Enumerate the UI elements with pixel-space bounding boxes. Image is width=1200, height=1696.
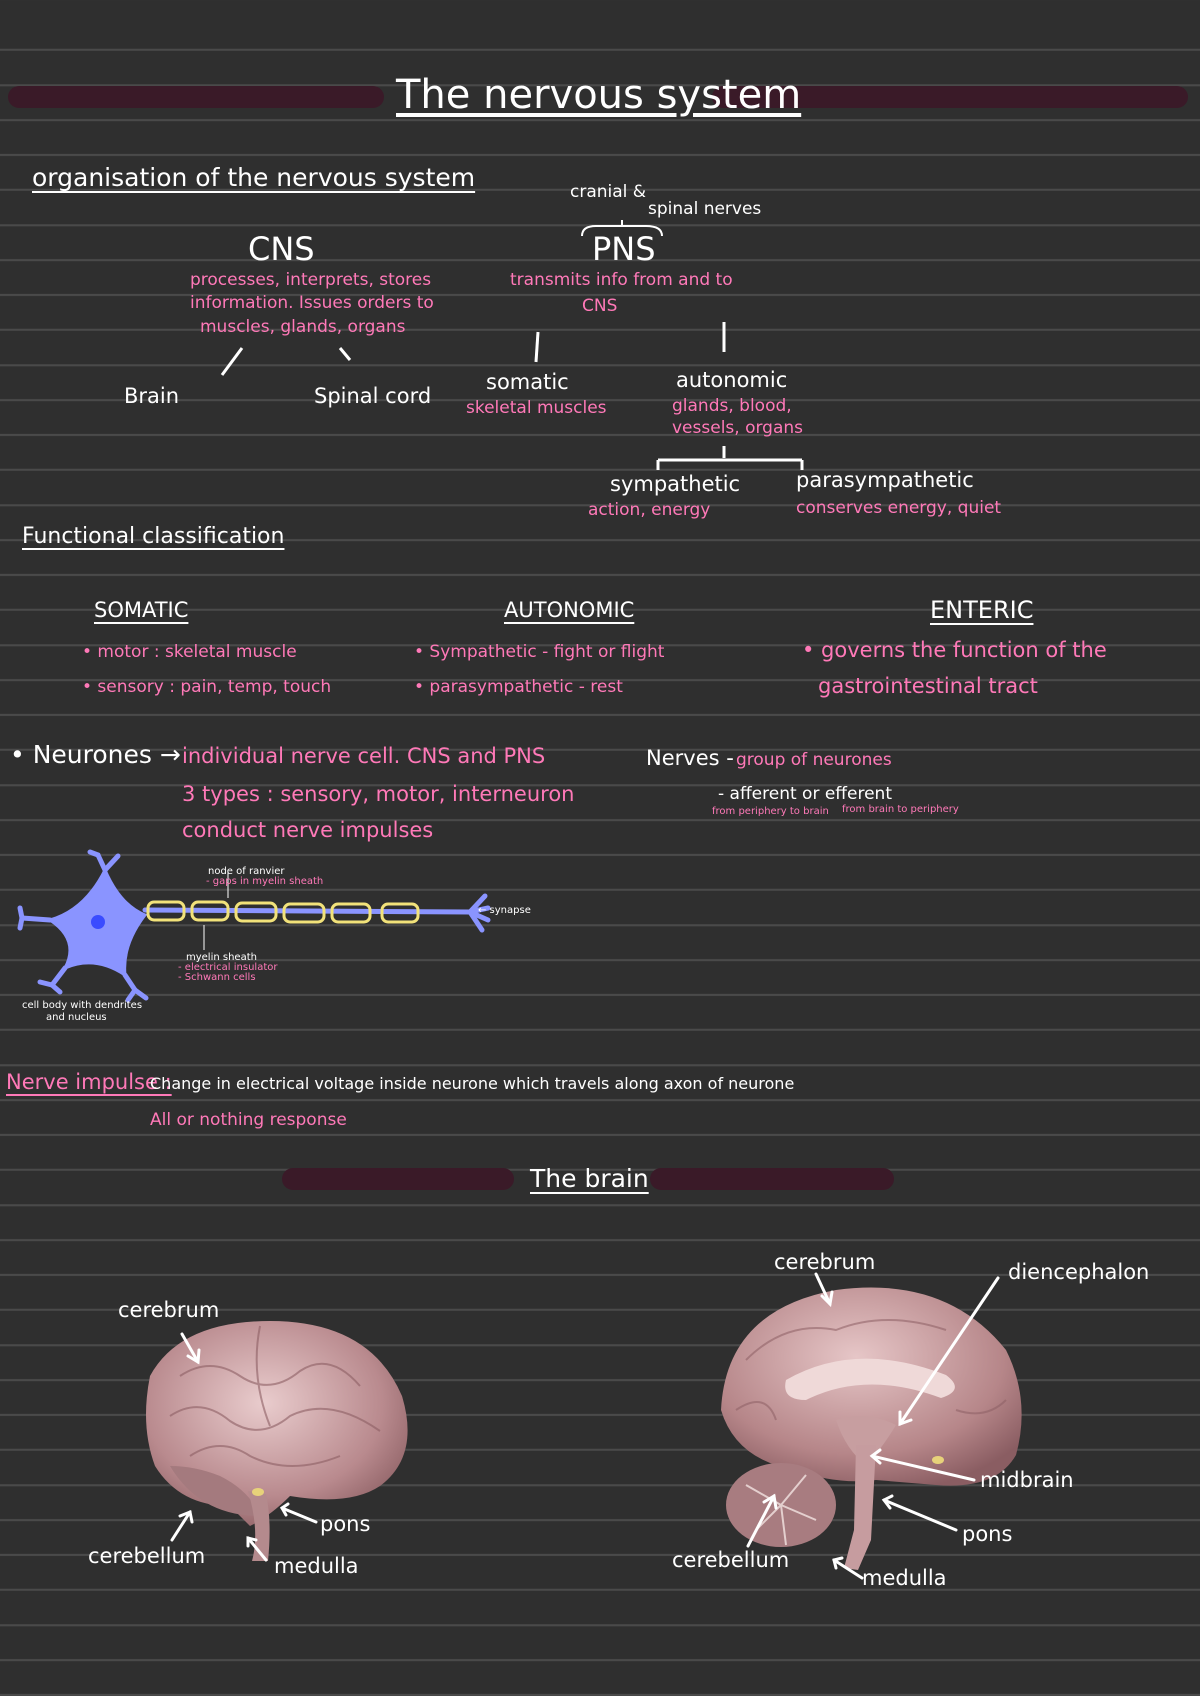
autonomic-item-1: • Sympathetic - fight or flight <box>414 642 665 662</box>
impulse-line-2: All or nothing response <box>150 1110 347 1130</box>
right-pons-label: pons <box>962 1522 1013 1546</box>
left-pons-label: pons <box>320 1512 371 1536</box>
pns-note-1: cranial & <box>570 182 647 202</box>
cns-desc-2: information. Issues orders to <box>190 293 434 313</box>
brain-label: Brain <box>124 384 180 408</box>
enteric-item-1: • governs the function of the <box>802 638 1107 662</box>
node-of-ranvier-label-1: node of ranvier <box>208 866 285 877</box>
autonomic-title: AUTONOMIC <box>504 598 635 622</box>
right-cerebrum-label: cerebrum <box>774 1250 876 1274</box>
somatic-label: somatic <box>486 370 569 394</box>
autonomic-desc-1: glands, blood, <box>672 396 792 416</box>
brain-bar-right <box>650 1168 894 1190</box>
cell-body-label-2: and nucleus <box>46 1012 107 1023</box>
cns-label: CNS <box>248 230 315 268</box>
title-bar-right <box>712 86 1188 108</box>
neurones-label: • Neurones → <box>10 740 181 769</box>
synapse-label: ← synapse <box>478 905 531 916</box>
efferent-note: from brain to periphery <box>842 804 959 815</box>
right-diencephalon-label: diencephalon <box>1008 1260 1150 1284</box>
brain-section-title: The brain <box>530 1164 649 1193</box>
title-bar-left <box>8 86 384 108</box>
enteric-title: ENTERIC <box>930 596 1034 624</box>
myelin-label-2: - electrical insulator <box>178 962 278 973</box>
pns-note-2: spinal nerves <box>648 199 762 219</box>
autonomic-item-2: • parasympathetic - rest <box>414 677 623 697</box>
nerves-label: Nerves - <box>646 746 734 770</box>
autonomic-desc-2: vessels, organs <box>672 418 804 438</box>
cell-body-label-1: cell body with dendrites <box>22 1000 143 1011</box>
left-medulla-label: medulla <box>274 1554 359 1578</box>
nerves-line-2: - afferent or efferent <box>718 784 892 804</box>
node-of-ranvier-label-2: - gaps in myelin sheath <box>206 876 324 887</box>
right-cerebellum-label: cerebellum <box>672 1548 790 1572</box>
functional-heading: Functional classification <box>22 524 285 549</box>
right-medulla-label: medulla <box>862 1566 947 1590</box>
somatic-title: SOMATIC <box>94 598 189 622</box>
neurones-line-2: 3 types : sensory, motor, interneuron <box>182 782 575 806</box>
cns-desc-3: muscles, glands, organs <box>200 317 406 337</box>
impulse-desc: Change in electrical voltage inside neur… <box>150 1074 795 1093</box>
pns-desc-2: CNS <box>582 296 618 316</box>
myelin-label-1: myelin sheath <box>186 952 257 963</box>
afferent-note: from periphery to brain <box>712 806 829 817</box>
cns-desc-1: processes, interprets, stores <box>190 270 432 290</box>
brain-lateral-illustration <box>146 1321 408 1561</box>
somatic-desc: skeletal muscles <box>466 398 607 418</box>
left-cerebrum-label: cerebrum <box>118 1298 220 1322</box>
brain-bar-left <box>282 1168 514 1190</box>
spinal-cord-label: Spinal cord <box>314 384 432 408</box>
right-midbrain-label: midbrain <box>980 1468 1074 1492</box>
enteric-item-2: gastrointestinal tract <box>818 674 1038 698</box>
pns-label: PNS <box>592 230 656 268</box>
nerves-desc: group of neurones <box>736 750 892 770</box>
sympathetic-desc: action, energy <box>588 500 711 520</box>
neurones-line-3: conduct nerve impulses <box>182 818 434 842</box>
left-cerebellum-label: cerebellum <box>88 1544 206 1568</box>
sympathetic-label: sympathetic <box>610 472 741 496</box>
parasympathetic-desc: conserves energy, quiet <box>796 498 1002 518</box>
page-title: The nervous system <box>396 72 802 118</box>
somatic-item-2: • sensory : pain, temp, touch <box>82 677 332 697</box>
autonomic-label: autonomic <box>676 368 788 392</box>
organisation-heading: organisation of the nervous system <box>32 163 476 192</box>
somatic-item-1: • motor : skeletal muscle <box>82 642 297 662</box>
neuron-diagram <box>17 849 491 1003</box>
pns-desc-1: transmits info from and to <box>510 270 733 290</box>
impulse-label: Nerve impulse : <box>6 1070 172 1094</box>
parasympathetic-label: parasympathetic <box>796 468 974 492</box>
myelin-label-3: - Schwann cells <box>178 972 256 983</box>
neurones-line-1: individual nerve cell. CNS and PNS <box>182 744 546 768</box>
